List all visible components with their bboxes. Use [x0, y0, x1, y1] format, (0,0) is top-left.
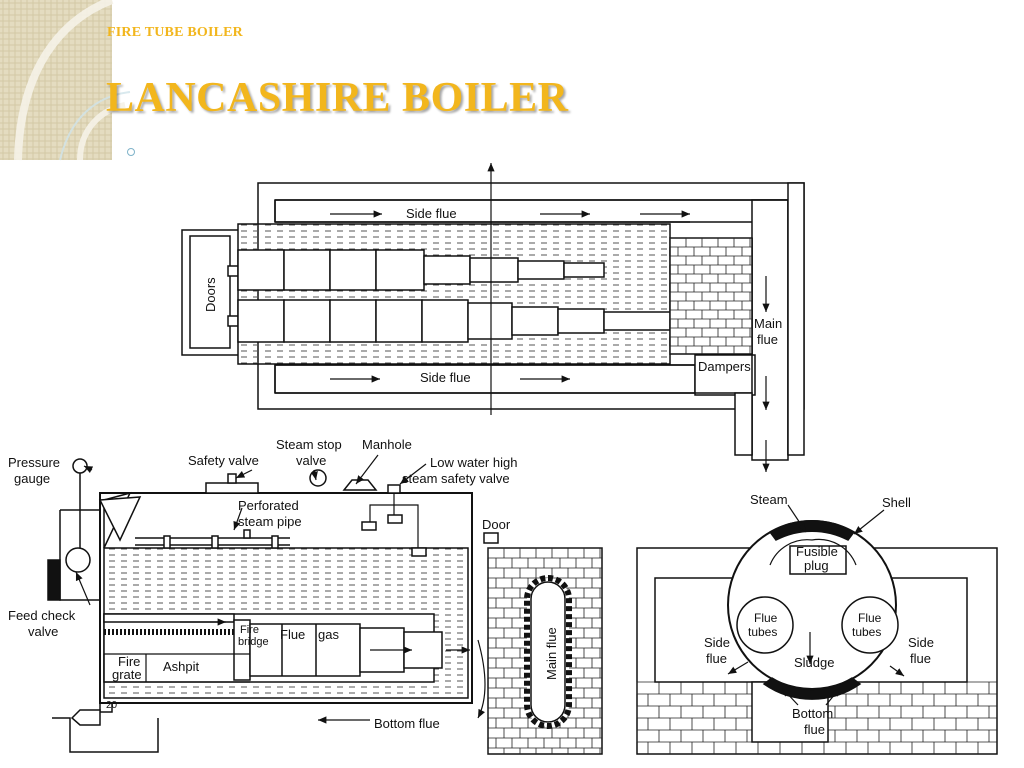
label-door: Door	[482, 517, 511, 532]
slide-subtitle: FIRE TUBE BOILER	[107, 25, 243, 40]
label-flue-tubes-left-2: tubes	[748, 625, 777, 639]
label-low-water-2: steam safety valve	[402, 471, 510, 486]
label-feed-check-1: Feed check	[8, 608, 76, 623]
label-flue-tubes-right-1: Flue	[858, 611, 882, 625]
label-fire-grate-2: grate	[112, 667, 142, 682]
label-feed-check-2: valve	[28, 624, 58, 639]
label-main-flue-2: flue	[757, 332, 778, 347]
label-flue-gas-1: Flue	[280, 627, 305, 642]
label-side-flue-left-2: flue	[706, 651, 727, 666]
label-pressure-gauge-2: gauge	[14, 471, 50, 486]
label-fire-bridge-1: Fire	[240, 624, 259, 636]
label-fire-grate-1: Fire	[118, 654, 140, 669]
label-steam-stop-valve-2: valve	[296, 453, 326, 468]
label-low-water-1: Low water high	[430, 455, 517, 470]
cross-section-view	[636, 504, 998, 755]
label-flue-tubes-left-1: Flue	[754, 611, 778, 625]
label-number: 20	[106, 700, 118, 711]
label-doors: Doors	[203, 277, 218, 312]
label-sludge: Sludge	[794, 655, 834, 670]
label-main-flue-1: Main	[754, 316, 782, 331]
slide-title: LANCASHIRE BOILER	[106, 75, 569, 121]
bullet-icon	[127, 148, 135, 156]
label-manhole: Manhole	[362, 437, 412, 452]
label-fusible-1: Fusible	[796, 544, 838, 559]
section-view-labels: Pressure gauge Safety valve Steam stop v…	[8, 437, 559, 731]
label-steam: Steam	[750, 492, 788, 507]
label-pressure-gauge-1: Pressure	[8, 455, 60, 470]
label-fire-bridge-2: bridge	[238, 636, 269, 648]
label-dampers: Dampers	[698, 359, 751, 374]
label-bottom-flue-1: Bottom	[792, 706, 833, 721]
label-steam-stop-valve-1: Steam stop	[276, 437, 342, 452]
label-perforated-2: steam pipe	[238, 514, 302, 529]
label-side-flue-right-2: flue	[910, 651, 931, 666]
label-bottom-flue-2: flue	[804, 722, 825, 737]
label-flue-tubes-right-2: tubes	[852, 625, 881, 639]
label-shell: Shell	[882, 495, 911, 510]
label-side-flue-right-1: Side	[908, 635, 934, 650]
label-perforated-1: Perforated	[238, 498, 299, 513]
label-side-flue-left-1: Side	[704, 635, 730, 650]
label-flue-gas-2: gas	[318, 627, 339, 642]
label-side-flue-bottom: Side flue	[420, 370, 471, 385]
label-side-flue-top: Side flue	[406, 206, 457, 221]
cross-section-labels: Steam Shell Fusible plug Flue tubes Flue…	[704, 492, 934, 737]
plan-view	[181, 163, 805, 472]
plan-view-labels: Side flue Side flue Doors Main flue Damp…	[203, 206, 782, 385]
label-bottom-flue: Bottom flue	[374, 716, 440, 731]
label-main-flue: Main flue	[544, 627, 559, 680]
label-ashpit: Ashpit	[163, 659, 200, 674]
label-fusible-2: plug	[804, 558, 829, 573]
label-safety-valve: Safety valve	[188, 453, 259, 468]
section-view	[47, 454, 603, 755]
